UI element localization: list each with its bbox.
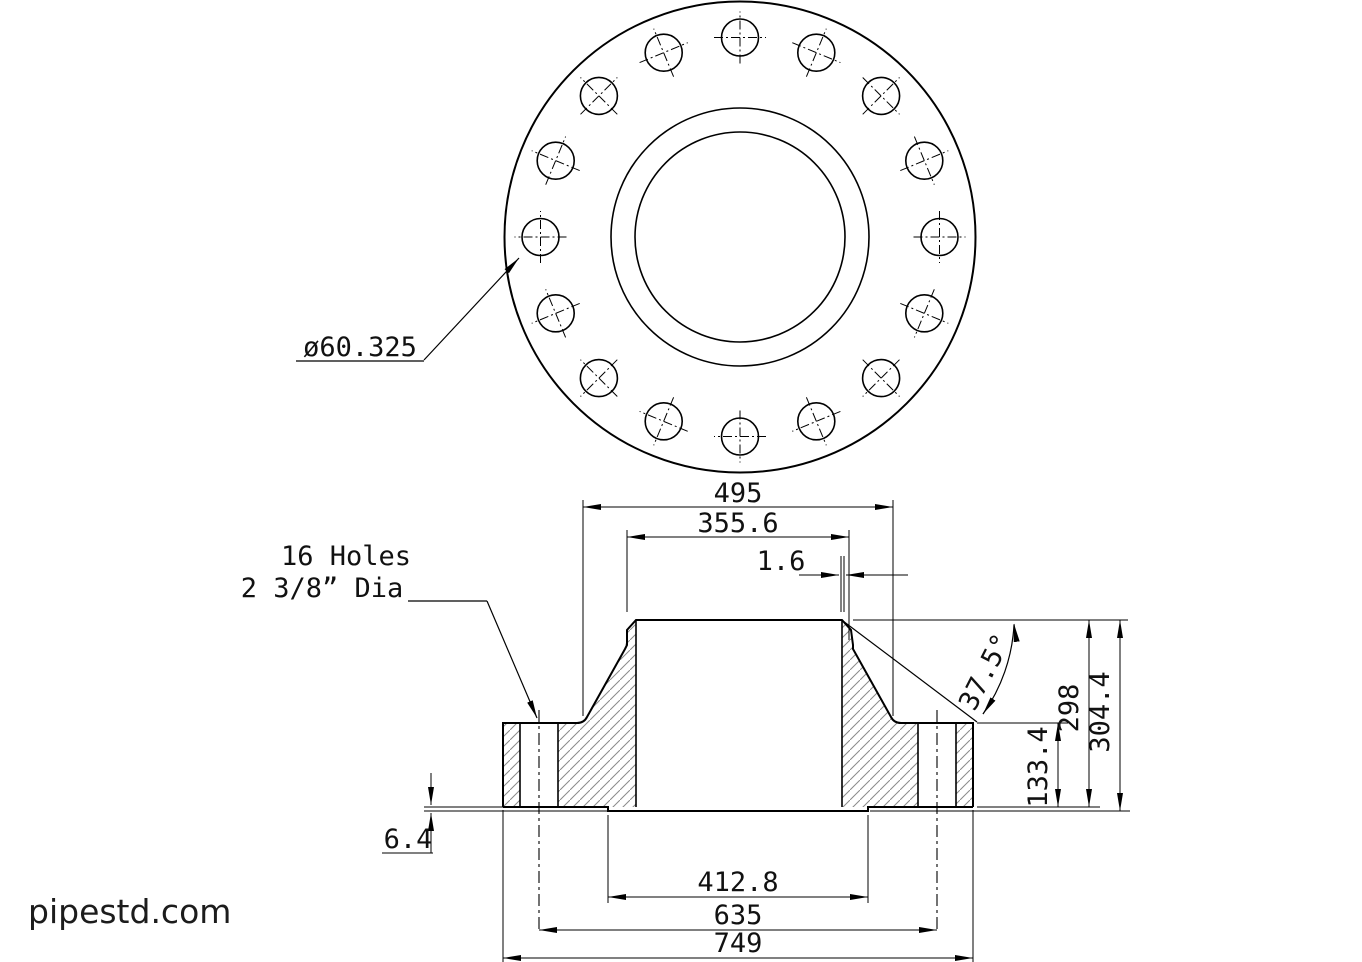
extension-lines	[424, 500, 1130, 962]
flange-section-view: 16 Holes 2 3/8” Dia 495 355.6	[241, 478, 1130, 962]
bolt-hole-centermark	[900, 302, 949, 324]
bolt-hole-centermark	[545, 289, 567, 338]
bolt-hole	[904, 293, 944, 333]
dim-raised-face-dia: 412.8	[697, 867, 778, 898]
bolt-hole	[796, 33, 836, 73]
holes-note-leader	[486, 600, 538, 719]
bolt-hole-centermark	[531, 302, 580, 324]
dim-raised-face-height: 6.4	[384, 824, 433, 855]
dim-length-overall: 304.4	[1085, 671, 1116, 752]
bolt-hole-centermark	[913, 136, 935, 185]
dim-root-face: 1.6	[757, 546, 806, 577]
bolt-hole-centermark	[792, 42, 841, 64]
bolt-hole-centermark	[580, 77, 618, 115]
bolt-hole	[536, 293, 576, 333]
dim-flange-od: 749	[714, 928, 763, 959]
raised-face-edge	[503, 806, 973, 812]
bolt-hole-centermark	[545, 136, 567, 185]
bolt-hole	[536, 141, 576, 180]
holes-note-line1: 16 Holes	[281, 541, 411, 572]
dim-neck-od: 355.6	[697, 508, 778, 539]
watermark-text: pipestd.com	[28, 892, 231, 931]
bolt-hole	[579, 358, 619, 398]
bolt-hole	[579, 76, 619, 116]
bolt-hole	[861, 76, 901, 116]
bolt-hole-centermark	[580, 359, 618, 397]
section-outline	[502, 619, 974, 933]
flange-od-circle	[503, 0, 977, 474]
bolt-hole-centermark	[580, 77, 618, 115]
bolt-hole-centermark	[639, 410, 688, 432]
dim-flange-thickness: 133.4	[1023, 726, 1054, 807]
bolt-hole	[644, 33, 684, 73]
bolt-hole-centermark	[805, 397, 827, 446]
raised-face-circle	[610, 107, 870, 367]
bolt-hole	[904, 141, 944, 180]
bolt-hole-centermark	[862, 77, 900, 115]
bolt-hole-centermark	[862, 359, 900, 397]
flange-top-view: ø60.325	[296, 0, 977, 474]
bevel-angle-ray	[842, 620, 978, 723]
bolt-hole-centermark	[653, 28, 675, 77]
section-hatching	[503, 620, 973, 807]
dim-hub-base-dia: 495	[714, 478, 763, 509]
bolt-hole	[796, 401, 836, 441]
bolt-hole-centermark	[531, 150, 580, 172]
bolt-hole-centermark	[580, 359, 618, 397]
bolt-hole-centermark	[805, 28, 827, 77]
bolt-hole-centermark	[653, 397, 675, 446]
bolt-holes	[514, 11, 966, 463]
bolt-hole-centermark	[862, 359, 900, 397]
bolt-hole-centermark	[862, 77, 900, 115]
hole-dia-leader	[423, 257, 520, 361]
bolt-hole-centermark	[639, 42, 688, 64]
bolt-hole	[644, 401, 684, 441]
dim-bevel-angle: 37.5°	[953, 629, 1018, 715]
hole-dia-label: ø60.325	[303, 332, 417, 363]
bolt-hole-centermark	[913, 289, 935, 338]
bore-circle	[634, 131, 846, 343]
holes-note-line2: 2 3/8” Dia	[241, 573, 404, 604]
dim-bolt-circle-dia: 635	[714, 900, 763, 931]
bolt-hole-centermark	[792, 410, 841, 432]
bolt-hole-centermark	[900, 150, 949, 172]
bolt-hole	[861, 358, 901, 398]
dim-length-to-face: 298	[1054, 684, 1085, 733]
